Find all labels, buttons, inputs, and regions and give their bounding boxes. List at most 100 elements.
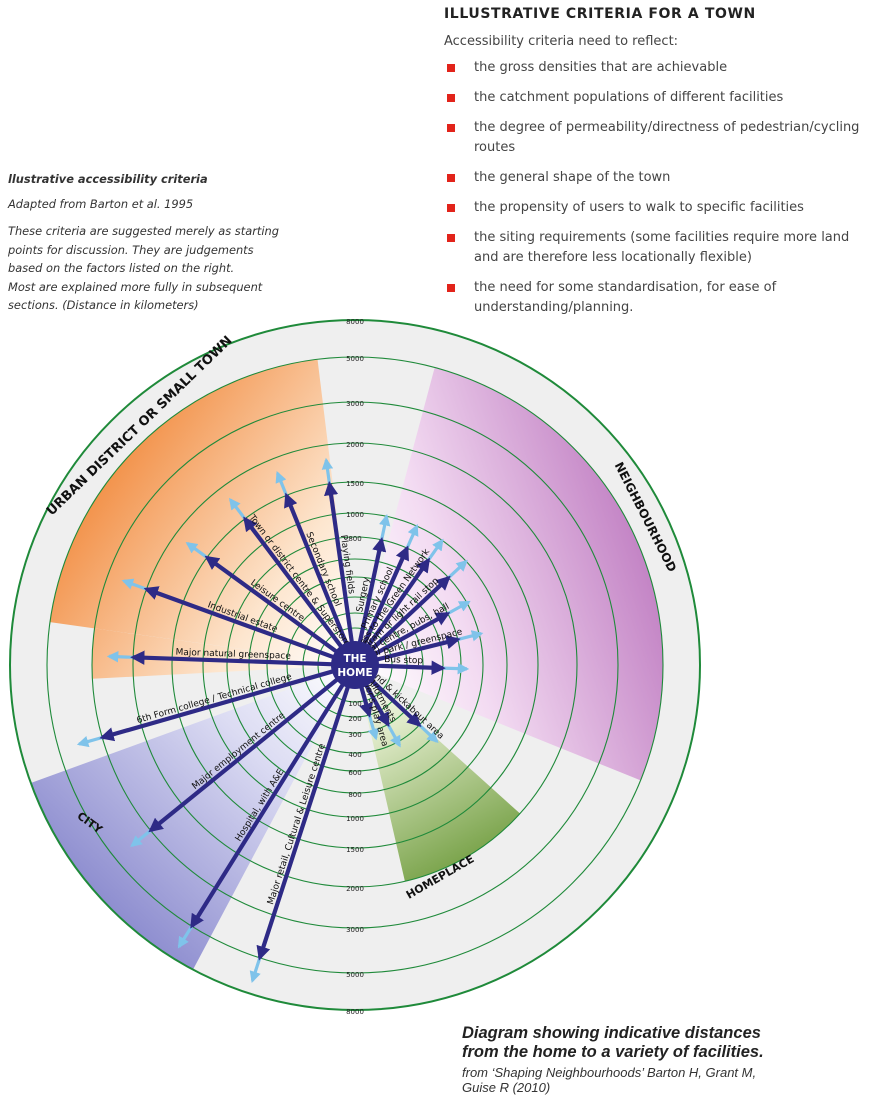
facility-arrow-extension <box>177 925 194 949</box>
facility-arrow-extension <box>76 735 103 748</box>
note-line: These criteria are suggested merely as s… <box>8 224 279 238</box>
bullet-icon <box>447 174 455 182</box>
distance-rings <box>9 319 701 1011</box>
ring-label-bottom: 1500 <box>346 846 364 854</box>
caption-source: from ‘Shaping Neighbourhoods’ Barton H, … <box>462 1065 872 1095</box>
facility-arrow <box>204 555 340 655</box>
criteria-item-text: the propensity of users to walk to speci… <box>474 200 804 215</box>
facility-arrow <box>256 684 351 961</box>
distance-ring <box>46 356 664 974</box>
note-line: based on the factors listed on the right… <box>8 261 235 275</box>
ring-label-top: 3000 <box>346 400 364 408</box>
ring-label-bottom: 600 <box>348 769 361 777</box>
facility-arrow-extension <box>447 559 468 579</box>
ring-label-bottom: 400 <box>348 751 361 759</box>
facility-arrow <box>365 557 431 650</box>
distance-ring <box>202 512 508 818</box>
criteria-item: the need for some standardisation, for e… <box>444 278 869 318</box>
ring-distance-labels: 1002003004006008008001000100015001500200… <box>346 318 364 1016</box>
facility-arrow-extension <box>130 829 152 848</box>
home-center: THE HOME <box>331 641 379 689</box>
criteria-item: the catchment populations of different f… <box>444 88 869 108</box>
sector-neighbourhood <box>355 367 664 781</box>
facility-arrow <box>368 677 422 727</box>
criteria-intro: Accessibility criteria need to reflect: <box>444 34 679 49</box>
facility-label: Major natural greenspace <box>175 648 291 662</box>
facility-arrow <box>374 635 461 662</box>
facility-arrow-extension <box>321 457 334 485</box>
facility-arrow <box>372 611 451 657</box>
caption-line: Diagram showing indicative distances <box>462 1024 761 1042</box>
criteria-list: the gross densities that are achievable … <box>444 58 869 318</box>
criteria-title: ILLUSTRATIVE CRITERIA FOR A TOWN <box>444 6 756 22</box>
facility-arrow <box>148 676 341 833</box>
facility-arrow-extension <box>106 650 134 663</box>
ring-label-top: 8000 <box>346 318 364 326</box>
facility-arrow-extension <box>275 470 288 496</box>
facility-arrow-extension <box>418 723 439 743</box>
facility-arrow-extension <box>367 714 379 741</box>
distance-ring <box>91 401 619 929</box>
home-circle <box>331 641 379 689</box>
facility-arrow-extension <box>379 514 391 541</box>
home-label-line2: HOME <box>337 667 372 679</box>
accessibility-note: llustrative accessibility criteria Adapt… <box>8 172 298 315</box>
ring-label-bottom: 2000 <box>346 885 364 893</box>
ring-label-top: 1000 <box>346 511 364 519</box>
facility-arrows <box>76 457 484 983</box>
facility-arrow <box>190 681 346 929</box>
caption-source-line: from ‘Shaping Neighbourhoods’ Barton H, … <box>462 1065 757 1080</box>
distance-ring <box>226 536 484 794</box>
note-line: Most are explained more fully in subsequ… <box>8 279 263 294</box>
criteria-item: the general shape of the town <box>444 168 869 188</box>
note-body: These criteria are suggested merely as s… <box>8 222 298 315</box>
distance-ring <box>171 481 539 849</box>
facility-arrow-extension <box>427 538 444 562</box>
facility-arrow <box>357 537 387 645</box>
ring-label-top: 1500 <box>346 480 364 488</box>
caption-title: Diagram showing indicative distances fro… <box>462 1024 872 1062</box>
facility-arrow <box>324 480 355 645</box>
distance-ring <box>9 319 701 1011</box>
facility-arrow-extension <box>121 578 147 591</box>
ring-label-bottom: 8000 <box>346 1008 364 1016</box>
criteria-item: the degree of permeability/directness of… <box>444 118 869 158</box>
ring-label-top: 5000 <box>346 355 364 363</box>
ring-label-bottom: 200 <box>348 715 361 723</box>
facility-arrow <box>130 650 335 667</box>
bullet-icon <box>447 94 455 102</box>
criteria-item-text: the degree of permeability/directness of… <box>474 120 860 155</box>
facility-arrow <box>99 668 336 742</box>
note-source: Adapted from Barton et al. 1995 <box>8 197 194 211</box>
ring-label-top: 800 <box>348 535 361 543</box>
note-heading: llustrative accessibility criteria <box>8 172 208 186</box>
facility-arrow <box>361 545 410 647</box>
facility-arrow-extension <box>457 630 484 642</box>
distance-ring <box>286 596 424 734</box>
facility-arrow-extension <box>185 541 208 559</box>
criteria-item-text: the general shape of the town <box>474 170 671 185</box>
facility-arrow-extension <box>229 497 247 520</box>
facility-arrow-extension <box>386 723 402 748</box>
ring-label-bottom: 1000 <box>346 815 364 823</box>
note-line: sections. (Distance in kilometers) <box>8 298 199 312</box>
bullet-icon <box>447 64 455 72</box>
ring-label-bottom: 800 <box>348 791 361 799</box>
facility-arrow <box>363 682 390 727</box>
ring-label-bottom: 5000 <box>346 971 364 979</box>
facility-label: Bus stop <box>384 655 423 666</box>
criteria-item-text: the need for some standardisation, for e… <box>474 280 777 315</box>
criteria-item-text: the gross densities that are achievable <box>474 60 728 75</box>
figure-caption: Diagram showing indicative distances fro… <box>462 1024 872 1095</box>
ring-label-bottom: 3000 <box>346 926 364 934</box>
facility-arrow <box>143 586 337 660</box>
ring-label-bottom: 300 <box>348 731 361 739</box>
facility-arrow <box>368 575 451 653</box>
criteria-panel: ILLUSTRATIVE CRITERIA FOR A TOWN Accessi… <box>444 6 869 328</box>
facility-arrow-extension <box>249 957 262 983</box>
facility-arrow <box>358 684 374 718</box>
facility-arrow-extension <box>405 523 419 549</box>
note-line: points for discussion. They are judgemen… <box>8 242 254 257</box>
distance-ring <box>132 442 578 888</box>
